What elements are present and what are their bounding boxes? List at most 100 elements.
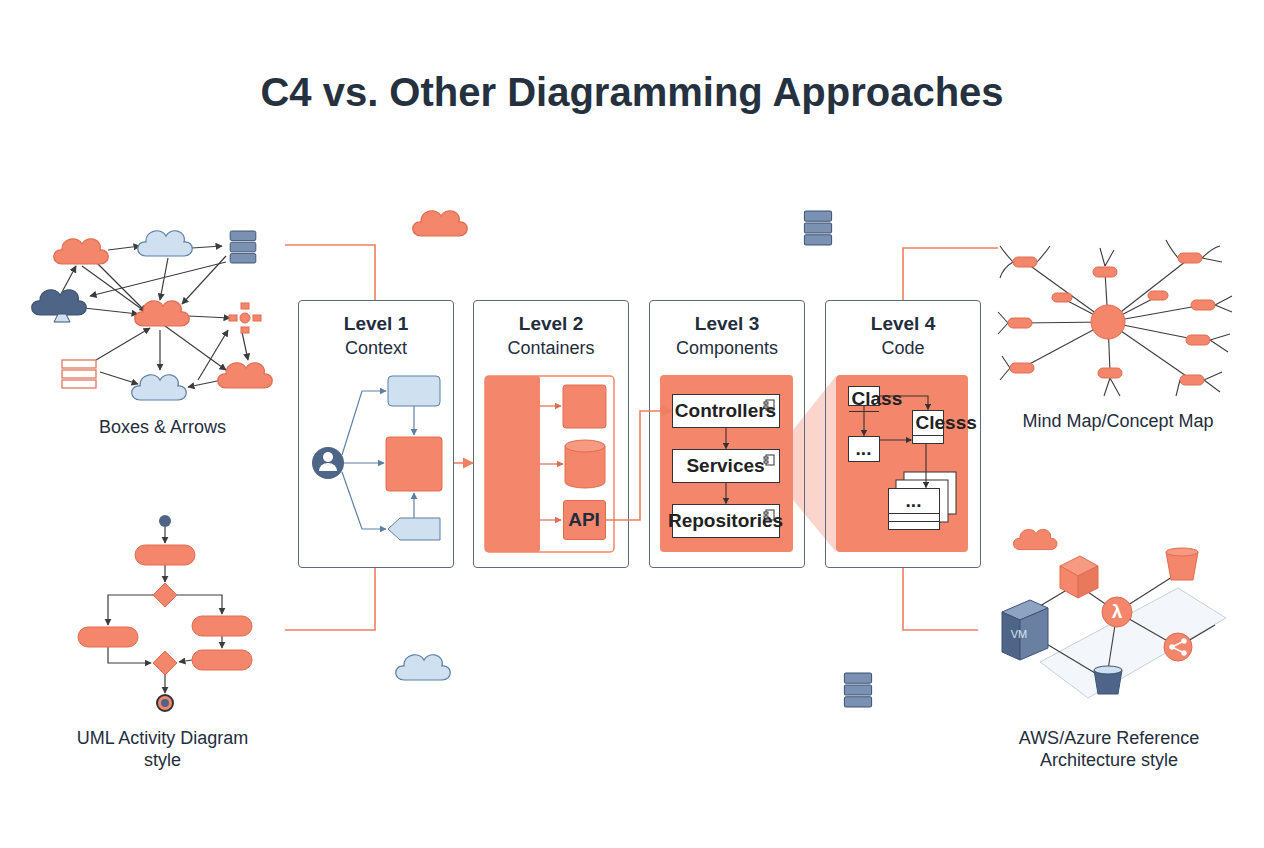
level-panel: Level 2ContainersAPI	[473, 300, 629, 568]
external-system	[388, 376, 440, 406]
topic-pills	[1008, 253, 1215, 385]
approach-sketch: Mind Map/Concept Map	[998, 230, 1238, 440]
class-compartment	[849, 411, 879, 419]
storage-icon	[62, 360, 96, 388]
approach-sketch: UML Activity Diagram style	[40, 510, 285, 775]
mind-map-sketch	[998, 240, 1232, 396]
end-node	[157, 695, 173, 711]
cloud-icon	[396, 655, 451, 680]
action-pill	[78, 627, 138, 647]
component-icon	[763, 509, 775, 521]
component-icon-port	[764, 402, 768, 404]
connector	[880, 396, 929, 410]
connector	[725, 483, 726, 504]
action-pill	[135, 545, 195, 565]
cloud-architecture-sketch	[1002, 529, 1226, 698]
level-number: Level 4	[826, 312, 980, 336]
external-system	[388, 518, 440, 540]
connector	[285, 568, 375, 630]
cube-icon	[1060, 556, 1098, 598]
node-label: Services	[686, 454, 764, 478]
code-area	[836, 375, 968, 552]
connector	[903, 568, 978, 630]
node-label: API	[568, 508, 600, 532]
containers-sketch	[485, 376, 614, 552]
component-icon-port	[764, 406, 768, 408]
server-icon	[230, 231, 256, 263]
connector	[606, 411, 672, 520]
approach-sketch: AWS/Azure Reference Architecture style	[978, 515, 1240, 775]
connector	[285, 245, 375, 300]
cloud-icon	[32, 290, 87, 315]
class-compartment	[889, 513, 939, 521]
node-label: Mind Map/Concept Map	[998, 410, 1238, 432]
component-box: Controllers	[672, 394, 780, 428]
container-box	[563, 385, 606, 428]
connector	[880, 439, 912, 440]
bucket-icon	[1166, 548, 1198, 580]
level-panel: Level 1Context	[298, 300, 454, 568]
platform	[1040, 588, 1226, 698]
cloud-icon	[135, 301, 190, 326]
class-compartment	[849, 461, 879, 469]
merge-diamond	[153, 651, 177, 675]
node-label: ...	[892, 489, 936, 513]
server-icon	[844, 673, 871, 707]
component-icon	[763, 399, 775, 411]
level-number: Level 1	[299, 312, 453, 336]
level-name: Code	[826, 336, 980, 360]
tangled-arrows	[62, 246, 248, 387]
action-pill	[192, 650, 252, 670]
start-dot	[159, 515, 171, 527]
device-icon	[54, 314, 70, 322]
api-container: API	[563, 500, 606, 540]
node-label: AWS/Azure Reference Architecture style	[1009, 727, 1209, 771]
component-icon-port	[764, 461, 768, 463]
cloud-icon	[132, 375, 187, 400]
vm-label: VM	[1011, 628, 1028, 640]
network-node	[1164, 633, 1192, 661]
end-node-core	[161, 699, 169, 707]
boxes-arrows-sketch	[32, 231, 273, 400]
uml-activity-sketch	[78, 515, 252, 711]
action-pill	[192, 616, 252, 636]
cloud-icon	[138, 231, 193, 256]
class-box: Class	[848, 386, 880, 406]
connector	[903, 248, 998, 300]
component-box: Repositories	[672, 504, 780, 538]
cloud-icon	[413, 211, 468, 236]
class-box: ...	[848, 436, 880, 462]
person-icon	[312, 447, 344, 479]
level-name: Context	[299, 336, 453, 360]
level-panel: Level 4CodeClassClesss......	[825, 300, 981, 568]
class-compartment	[913, 443, 943, 451]
level-number: Level 3	[650, 312, 804, 336]
level-number: Level 2	[474, 312, 628, 336]
network-icon	[229, 303, 261, 333]
class-compartment	[889, 529, 939, 537]
connector	[454, 462, 473, 464]
component-icon-port	[764, 516, 768, 518]
component-box: Services	[672, 449, 780, 483]
cloud-icon	[1013, 529, 1057, 549]
node-label: Clesss	[916, 411, 940, 435]
node-label: Class	[852, 387, 876, 411]
component-area	[660, 375, 793, 552]
class-box: Clesss	[912, 410, 944, 444]
cloud-icon	[218, 363, 273, 388]
component-icon-port	[764, 457, 768, 459]
storage-bucket	[1094, 666, 1122, 694]
zoom-cone	[793, 376, 836, 552]
level-name: Components	[650, 336, 804, 360]
system-box	[386, 437, 442, 491]
cloud-icon	[54, 239, 109, 264]
context-sketch	[312, 376, 442, 540]
diagram-title: C4 vs. Other Diagramming Approaches	[0, 68, 1264, 116]
central-topic	[1091, 305, 1125, 339]
function-icon	[1102, 597, 1132, 627]
component-icon	[763, 454, 775, 466]
connector	[925, 444, 926, 488]
node-label: ...	[852, 437, 876, 461]
class-compartment	[913, 435, 943, 443]
